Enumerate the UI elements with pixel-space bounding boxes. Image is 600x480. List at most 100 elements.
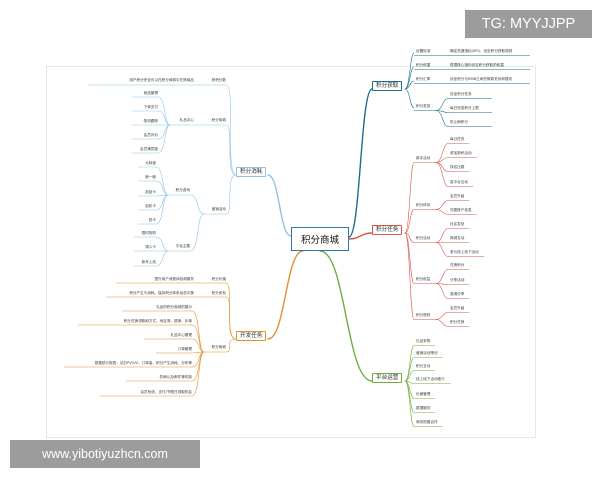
sub-connector bbox=[404, 370, 415, 382]
sub-connector bbox=[435, 242, 449, 257]
platform-item-0: 礼品采购 bbox=[416, 339, 431, 343]
connector bbox=[155, 194, 169, 197]
tasks-sub-0-2: 排名比赛 bbox=[450, 165, 465, 169]
connector bbox=[155, 194, 169, 225]
dev-sub-4: 数据统计报表：站日PV/UV、订单量、积分产生消耗、分布等 bbox=[94, 360, 192, 365]
consume-mall-item-1: 下单支付 bbox=[143, 104, 158, 109]
consume-topics-label: 平台主题 bbox=[175, 244, 190, 248]
platform-item-1: 营销活动策划 bbox=[416, 351, 438, 355]
sub-connector bbox=[404, 380, 415, 427]
sub-connector bbox=[404, 232, 415, 320]
connector bbox=[225, 282, 237, 340]
root-node[interactable]: 积分商城 bbox=[291, 227, 349, 251]
tasks-group-2: 积分活动 bbox=[416, 236, 431, 240]
tasks-sub-0-1: 参加新积活动 bbox=[450, 151, 472, 155]
tasks-sub-3-1: 分享活动 bbox=[450, 278, 465, 282]
tasks-sub-4-1: 积分兑换 bbox=[450, 320, 465, 324]
consume-mall-sub: 礼品中心 bbox=[179, 118, 194, 122]
platform-item-2: 积分互动 bbox=[416, 364, 431, 368]
dev-item-2: 积分商城 bbox=[211, 345, 226, 349]
connector bbox=[157, 110, 171, 126]
sub-connector bbox=[435, 228, 449, 243]
consume-topic-0: 限时抢购 bbox=[141, 230, 156, 235]
platform-item-4: 价格管理 bbox=[416, 392, 431, 396]
branch-dev[interactable]: 开发任务 bbox=[236, 331, 267, 341]
consume-mall-item-0: 商品管理 bbox=[143, 90, 158, 95]
sub-connector bbox=[404, 162, 415, 234]
acquire-item-1: 积分权重 bbox=[416, 63, 431, 67]
acquire-item-2: 积分汇率 bbox=[416, 77, 431, 81]
dev-sub-0: 礼品的积分商城的展示 bbox=[156, 304, 192, 309]
tasks-sub-3-2: 邀请分享 bbox=[450, 292, 465, 296]
dev-note-1: 积分产生与消耗，保持积分体系动态平衡 bbox=[129, 290, 194, 295]
sub-connector bbox=[435, 98, 449, 111]
consume-mall-item-2: 物流跟踪 bbox=[143, 118, 158, 123]
mindmap-frame bbox=[46, 66, 536, 438]
consume-activity-label: 营销活动 bbox=[211, 207, 226, 211]
connector bbox=[155, 236, 169, 252]
acquire-note-2: 设定积分与RMB之间的换算关系和规则 bbox=[450, 77, 512, 81]
tasks-sub-0-0: 每日任务 bbox=[450, 137, 465, 141]
connector bbox=[191, 310, 205, 353]
sub-connector bbox=[435, 269, 449, 284]
consume-topic-1: 捐人卡 bbox=[145, 244, 156, 249]
connector bbox=[155, 194, 169, 211]
sub-connector bbox=[435, 319, 449, 327]
consume-top-note: 用户积分完全可以在积分商城中兑换商品 bbox=[129, 78, 194, 82]
sub-connector bbox=[404, 232, 415, 284]
sub-connector bbox=[404, 380, 415, 413]
sub-connector bbox=[435, 283, 449, 285]
consume-mall-item-3: 会员评价 bbox=[143, 132, 158, 137]
consume-game-0: 大转盘 bbox=[145, 160, 156, 165]
consume-games-label: 积分游戏 bbox=[175, 188, 190, 192]
platform-item-3: 线上线下活动推介 bbox=[416, 377, 445, 381]
connector bbox=[155, 166, 169, 196]
sub-connector bbox=[435, 200, 449, 210]
consume-game-2: 刮刮卡 bbox=[145, 189, 156, 194]
sub-connector bbox=[404, 88, 415, 109]
platform-item-5: 数据服务 bbox=[416, 406, 431, 410]
branch-connector bbox=[348, 232, 373, 240]
consume-mall-label: 积分商城 bbox=[211, 118, 226, 122]
branch-tasks[interactable]: 积分任务 bbox=[372, 225, 403, 235]
sub-connector bbox=[435, 312, 449, 320]
branch-connector bbox=[267, 250, 304, 340]
tasks-group-1: 积分体系 bbox=[416, 203, 431, 207]
sub-connector bbox=[435, 209, 449, 215]
dev-note-0: 提升用户消费体验和服务 bbox=[154, 276, 194, 281]
connector bbox=[155, 250, 169, 267]
connector bbox=[189, 213, 205, 252]
sub-connector bbox=[404, 80, 415, 90]
tasks-sub-4-0: 会员升级 bbox=[450, 306, 465, 310]
platform-item-6: 商务拓展合作 bbox=[416, 420, 438, 424]
watermark-top: TG: MYYJJPP bbox=[465, 10, 592, 38]
acquire-sub-1: 每日完成积分上限 bbox=[450, 106, 479, 110]
branch-platform[interactable]: 平台运营 bbox=[372, 373, 403, 383]
branch-connector bbox=[348, 88, 373, 238]
sub-connector bbox=[435, 162, 449, 187]
acquire-item-0: 设置标准 bbox=[416, 49, 431, 53]
connector bbox=[191, 351, 205, 397]
dev-sub-3: 订单管理 bbox=[177, 346, 192, 351]
connector bbox=[157, 96, 171, 126]
dev-sub-5: 防刷以及邮件等机制 bbox=[159, 374, 192, 379]
tasks-sub-2-2: 参与线上线下活动 bbox=[450, 250, 479, 254]
tasks-sub-0-3: 各平台互动 bbox=[450, 180, 468, 184]
tasks-sub-1-0: 会员升级 bbox=[450, 194, 465, 198]
tasks-group-0: 新手活动 bbox=[416, 156, 431, 160]
consume-game-3: 刮彩卡 bbox=[145, 203, 156, 208]
sub-connector bbox=[435, 162, 449, 172]
connector bbox=[155, 180, 169, 196]
acquire-note-1: 根据核心指标设定积分获取的权重 bbox=[450, 63, 504, 67]
branch-connector bbox=[319, 250, 373, 382]
connector bbox=[157, 124, 171, 140]
branch-acquire[interactable]: 积分获取 bbox=[372, 81, 403, 91]
connector bbox=[191, 338, 205, 353]
connector bbox=[225, 174, 237, 215]
connector bbox=[189, 194, 205, 215]
sub-connector bbox=[404, 52, 415, 90]
watermark-bottom: www.yibotiyuzhcn.com bbox=[10, 440, 200, 468]
branch-consume[interactable]: 积分消耗 bbox=[236, 167, 267, 177]
consume-topic-2: 新年上线 bbox=[141, 259, 156, 264]
sub-connector bbox=[404, 357, 415, 382]
